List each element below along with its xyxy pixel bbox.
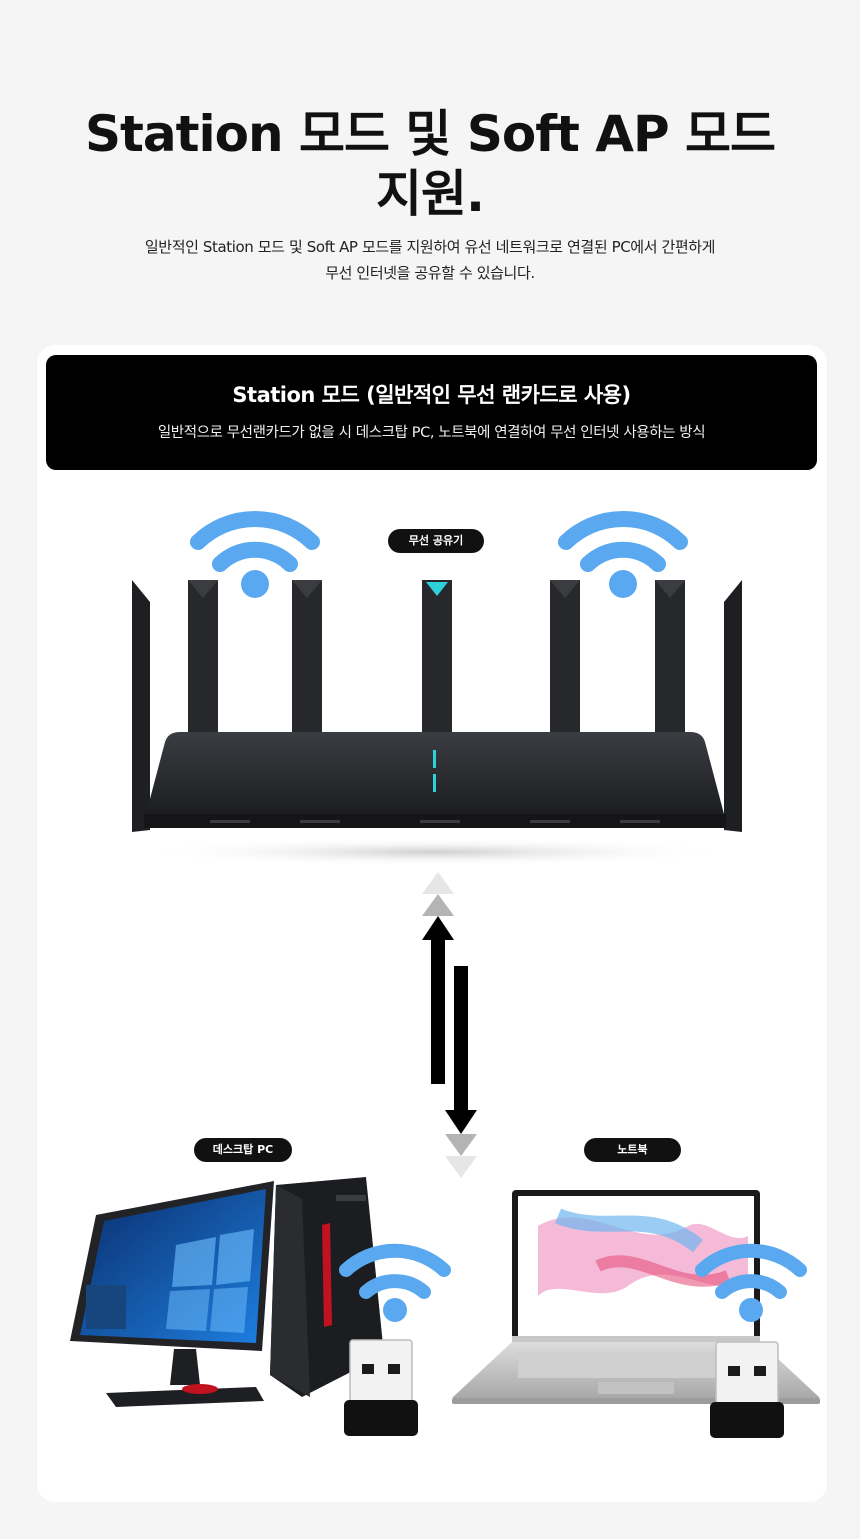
usb-adapter-image: [344, 1339, 418, 1436]
wifi-icon: [339, 1243, 451, 1322]
mode-banner: Station 모드 (일반적인 무선 랜카드로 사용) 일반적으로 무선랜카드…: [46, 355, 817, 470]
up-arrow-icon: [422, 872, 454, 1084]
wifi-icon: [558, 511, 688, 598]
laptop-image: [452, 1190, 820, 1404]
down-arrow-icon: [445, 966, 477, 1178]
wifi-icon: [695, 1243, 807, 1322]
desktop-label: 데스크탑 PC: [194, 1138, 292, 1162]
usb-adapter-image: [710, 1341, 784, 1438]
page-title: Station 모드 및 Soft AP 모드 지원.: [0, 104, 860, 224]
router-label: 무선 공유기: [388, 529, 484, 553]
banner-title: Station 모드 (일반적인 무선 랜카드로 사용): [232, 383, 631, 407]
title-line-1: Station 모드 및 Soft AP 모드: [84, 105, 776, 163]
description-line-2: 무선 인터넷을 공유할 수 있습니다.: [325, 264, 535, 282]
router-image: [132, 580, 742, 866]
description-line-1: 일반적인 Station 모드 및 Soft AP 모드를 지원하여 유선 네트…: [144, 238, 716, 256]
wifi-icon: [190, 511, 320, 598]
laptop-label: 노트북: [584, 1138, 681, 1162]
banner-subtitle: 일반적으로 무선랜카드가 없을 시 데스크탑 PC, 노트북에 연결하여 무선 …: [157, 425, 706, 441]
title-line-2: 지원.: [376, 165, 485, 223]
page-description: 일반적인 Station 모드 및 Soft AP 모드를 지원하여 유선 네트…: [0, 234, 860, 286]
